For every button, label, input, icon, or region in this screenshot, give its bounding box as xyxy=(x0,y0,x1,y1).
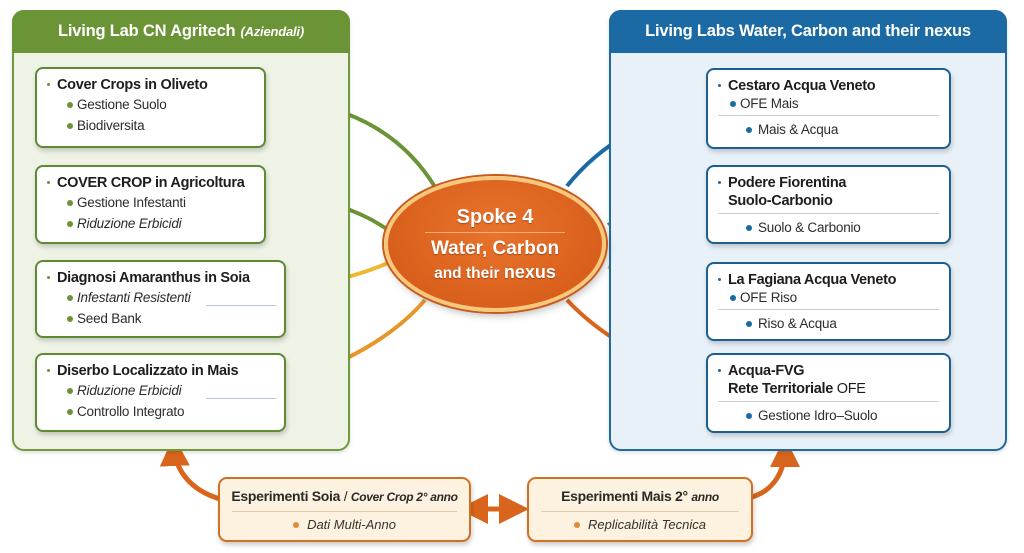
left-panel-title: Living Lab CN Agritech xyxy=(58,22,236,40)
bullet-icon xyxy=(718,84,721,87)
list-item: Riduzione Erbicidi xyxy=(47,380,276,401)
box-title: Cestaro Acqua Veneto xyxy=(728,78,876,94)
right-panel-title: Living Labs Water, Carbon and their nexu… xyxy=(645,22,971,40)
list-item: Gestione Suolo xyxy=(47,94,254,115)
list-item: Dati Multi-Anno xyxy=(293,516,396,534)
list-item: Replicabilità Tecnica xyxy=(573,516,706,534)
bullet-icon xyxy=(746,321,752,327)
bullet-icon xyxy=(67,295,73,301)
bullet-icon xyxy=(47,83,50,86)
box-title: La Fagiana Acqua Veneto xyxy=(728,272,897,288)
divider xyxy=(718,213,939,214)
box-title: COVER CROP in Agricoltura xyxy=(57,175,245,191)
hub-spoke-4[interactable]: Spoke 4 Water, Carbon and their nexus xyxy=(384,176,606,312)
bullet-icon xyxy=(67,123,73,129)
bullet-icon xyxy=(67,316,73,322)
box-diagnosi-amaranthus-soia[interactable]: Diagnosi Amaranthus in Soia Infestanti R… xyxy=(35,260,286,338)
list-item: Gestione Infestanti xyxy=(47,192,254,213)
box-title: Cover Crops in Oliveto xyxy=(57,77,208,93)
bullet-icon xyxy=(746,127,752,133)
bullet-icon xyxy=(746,413,752,419)
divider xyxy=(718,309,939,310)
divider xyxy=(718,115,939,116)
box-cover-crop-agricoltura[interactable]: COVER CROP in Agricoltura Gestione Infes… xyxy=(35,165,266,244)
arrow-soia-to-left-panel xyxy=(159,436,221,502)
bullet-icon xyxy=(293,522,300,528)
box-title: Esperimenti Soia / Cover Crop 2° anno xyxy=(231,488,458,504)
bullet-icon xyxy=(718,278,721,281)
bullet-icon xyxy=(730,295,736,301)
arrow-mais-to-right-panel xyxy=(751,437,800,500)
box-title: Diagnosi Amaranthus in Soia xyxy=(57,270,250,286)
left-panel-title-suffix: (Aziendali) xyxy=(240,24,304,39)
list-item: Controllo Integrato xyxy=(47,401,274,422)
list-item: Gestione Idro–Suolo xyxy=(718,406,939,426)
box-esperimenti-mais[interactable]: Esperimenti Mais 2° anno Replicabilità T… xyxy=(527,477,753,542)
left-panel-header: Living Lab CN Agritech (Aziendali) xyxy=(12,10,350,53)
box-la-fagiana-acqua-veneto[interactable]: La Fagiana Acqua Veneto OFE Riso Riso & … xyxy=(706,262,951,341)
bullet-icon xyxy=(47,181,50,184)
bullet-icon xyxy=(746,225,752,231)
box-cestaro-acqua-veneto[interactable]: Cestaro Acqua Veneto OFE Mais Mais & Acq… xyxy=(706,68,951,149)
hub-title: Spoke 4 xyxy=(425,205,565,233)
box-subtitle: OFE Riso xyxy=(718,289,939,306)
bullet-icon xyxy=(718,369,721,372)
box-title: Acqua-FVG xyxy=(728,363,805,379)
divider xyxy=(718,401,939,402)
hub-subtitle-line1: Water, Carbon xyxy=(430,237,560,259)
bullet-icon xyxy=(67,102,73,108)
bullet-icon xyxy=(573,522,580,528)
bullet-icon xyxy=(67,388,73,394)
list-item: Mais & Acqua xyxy=(718,120,939,140)
bullet-icon xyxy=(47,369,50,372)
box-esperimenti-soia[interactable]: Esperimenti Soia / Cover Crop 2° anno Da… xyxy=(218,477,471,542)
box-title: Diserbo Localizzato in Mais xyxy=(57,363,239,379)
box-title-line2: Rete Territoriale xyxy=(728,381,834,397)
box-diserbo-localizzato-mais[interactable]: Diserbo Localizzato in Mais Riduzione Er… xyxy=(35,353,286,432)
list-item: Riduzione Erbicidi xyxy=(47,213,254,234)
bullet-icon xyxy=(718,181,721,184)
list-item: Riso & Acqua xyxy=(718,314,939,334)
box-title-line2: Suolo-Carbonio xyxy=(728,193,833,209)
box-title: Esperimenti Mais 2° anno xyxy=(561,488,719,504)
box-title-line2-suffix: OFE xyxy=(836,381,866,397)
list-item: Biodiversita xyxy=(47,115,254,136)
divider xyxy=(232,511,457,512)
bullet-icon xyxy=(47,276,50,279)
bullet-icon xyxy=(67,200,73,206)
box-title: Podere Fiorentina xyxy=(728,175,847,191)
bullet-icon xyxy=(67,221,73,227)
box-cover-crops-oliveto[interactable]: Cover Crops in Oliveto Gestione Suolo Bi… xyxy=(35,67,266,148)
bullet-icon xyxy=(730,101,736,107)
right-panel-header: Living Labs Water, Carbon and their nexu… xyxy=(609,10,1007,53)
list-item: Infestanti Resistenti xyxy=(47,287,276,308)
box-podere-fiorentina[interactable]: Podere Fiorentina Suolo-Carbonio Suolo &… xyxy=(706,165,951,244)
list-item: Seed Bank xyxy=(47,308,274,329)
box-subtitle: OFE Mais xyxy=(718,95,939,112)
box-acqua-fvg[interactable]: Acqua-FVG Rete Territoriale OFE Gestione… xyxy=(706,353,951,433)
divider xyxy=(541,511,739,512)
bullet-icon xyxy=(67,409,73,415)
list-item: Suolo & Carbonio xyxy=(718,218,939,238)
hub-subtitle-line2: and their nexus xyxy=(434,261,556,282)
